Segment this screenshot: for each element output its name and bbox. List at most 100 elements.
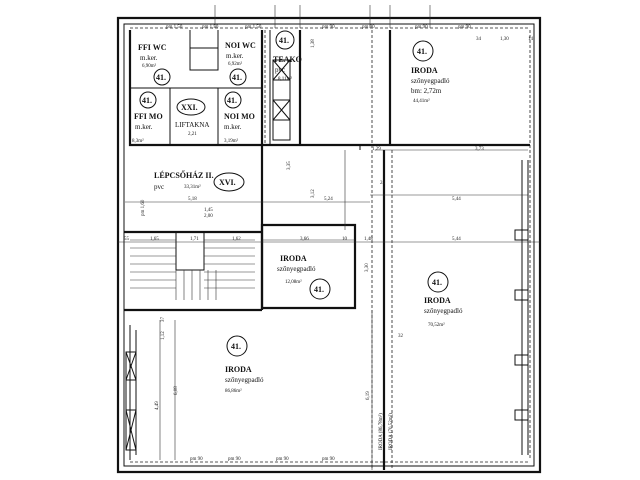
svg-text:6,19: 6,19 — [366, 391, 371, 400]
svg-text:6,92m²: 6,92m² — [228, 61, 243, 67]
svg-text:8,11m²: 8,11m² — [278, 76, 292, 82]
svg-text:6,08: 6,08 — [174, 386, 179, 395]
svg-text:41.: 41. — [314, 285, 324, 294]
svg-text:szőnyegpadló: szőnyegpadló — [411, 77, 450, 85]
room-iroda-small: IRODA szőnyegpadló 12,08m² 41. — [277, 254, 331, 300]
room-ffi-mo: 41. FFI MO m.ker. 8,3m² — [132, 91, 163, 144]
stair-treads — [130, 239, 255, 300]
svg-text:pm 90: pm 90 — [322, 457, 335, 462]
vertical-label: IRODA (70,52m²) — [388, 413, 394, 450]
svg-text:33,31m²: 33,31m² — [184, 184, 201, 190]
svg-text:41.: 41. — [227, 96, 237, 105]
svg-text:1,45: 1,45 — [204, 208, 213, 213]
svg-text:1,12: 1,12 — [161, 331, 166, 340]
svg-text:14: 14 — [528, 37, 534, 42]
svg-text:41.: 41. — [279, 36, 289, 45]
svg-text:IRODA: IRODA — [411, 66, 438, 75]
svg-text:pm 90: pm 90 — [415, 25, 428, 30]
room-teako: 41. TEAKO pvc 8,11m² — [273, 30, 302, 82]
svg-text:41.: 41. — [231, 342, 241, 351]
dimension-lines — [118, 5, 540, 470]
svg-text:pvc: pvc — [154, 183, 164, 191]
svg-text:6,90m²: 6,90m² — [142, 63, 157, 69]
svg-text:m.ker.: m.ker. — [135, 123, 153, 131]
svg-text:5,44: 5,44 — [452, 197, 461, 202]
svg-text:pm 90: pm 90 — [276, 457, 289, 462]
svg-text:4,49: 4,49 — [155, 401, 160, 410]
svg-text:41.: 41. — [156, 73, 166, 82]
svg-text:41.: 41. — [417, 47, 427, 56]
svg-text:m.ker.: m.ker. — [224, 123, 242, 131]
svg-text:m.ker.: m.ker. — [226, 52, 244, 60]
svg-text:3,66: 3,66 — [300, 237, 309, 242]
svg-text:3,73: 3,73 — [475, 147, 484, 152]
svg-text:IRODA: IRODA — [280, 254, 307, 263]
svg-text:pm 1,50: pm 1,50 — [166, 25, 183, 30]
svg-text:TEAKO: TEAKO — [273, 55, 302, 64]
svg-text:1,38: 1,38 — [311, 39, 316, 48]
svg-text:pm 1,60: pm 1,60 — [141, 199, 146, 216]
svg-text:1,48: 1,48 — [364, 237, 373, 242]
svg-text:41.: 41. — [232, 73, 242, 82]
svg-text:pm 1,50: pm 1,50 — [202, 25, 219, 30]
room-lepcsohaz: LÉPCSŐHÁZ II. pvc 33,31m² XVI. — [154, 170, 245, 192]
dimension-labels: pm 1,50 pm 1,50 pm 1,50 pm 90 pm 90 pm 9… — [124, 25, 534, 462]
svg-text:24: 24 — [380, 181, 386, 186]
svg-text:FFI MO: FFI MO — [134, 112, 163, 121]
svg-text:FFI WC: FFI WC — [138, 43, 167, 52]
svg-text:44,41m²: 44,41m² — [413, 98, 430, 104]
svg-text:NOI WC: NOI WC — [225, 41, 256, 50]
svg-text:5,18: 5,18 — [188, 197, 197, 202]
room-noi-wc: NOI WC m.ker. 6,92m² 41. — [225, 41, 256, 86]
svg-text:NOI MO: NOI MO — [224, 112, 255, 121]
svg-text:pm 90: pm 90 — [322, 25, 335, 30]
svg-text:2,00: 2,00 — [204, 214, 213, 219]
svg-text:34: 34 — [476, 37, 482, 42]
svg-text:8,3m²: 8,3m² — [132, 138, 144, 144]
svg-text:LÉPCSŐHÁZ II.: LÉPCSŐHÁZ II. — [154, 170, 214, 180]
room-noi-mo: 41. NOI MO m.ker. 3,19m² — [224, 91, 255, 144]
svg-text:32: 32 — [398, 334, 404, 339]
svg-text:bm: 2,72m: bm: 2,72m — [411, 87, 442, 95]
svg-text:55: 55 — [124, 237, 130, 242]
svg-text:1,62: 1,62 — [232, 237, 241, 242]
svg-text:12,08m²: 12,08m² — [285, 279, 302, 285]
svg-text:1,71: 1,71 — [190, 237, 199, 242]
svg-text:pm 1,50: pm 1,50 — [245, 25, 262, 30]
svg-text:3,30: 3,30 — [365, 263, 370, 272]
svg-text:szőnyegpadló: szőnyegpadló — [424, 307, 463, 315]
svg-text:pm 90: pm 90 — [458, 25, 471, 30]
shafts — [125, 59, 291, 451]
vertical-label: IRODA (86,78m²) — [378, 413, 384, 450]
svg-text:XXI.: XXI. — [181, 103, 198, 112]
svg-text:41.: 41. — [432, 278, 442, 287]
svg-text:pvc: pvc — [275, 66, 285, 74]
svg-text:3,19m²: 3,19m² — [224, 138, 239, 144]
svg-text:1,65: 1,65 — [150, 237, 159, 242]
room-liftakna: XXI. LIFTAKNA 2,21 — [175, 98, 209, 137]
svg-text:70,52m²: 70,52m² — [428, 322, 445, 328]
svg-text:5,44: 5,44 — [452, 237, 461, 242]
svg-text:37: 37 — [161, 317, 166, 323]
svg-text:3,12: 3,12 — [311, 189, 316, 198]
room-iroda-southwest: 41. IRODA szőnyegpadló 86,86m² — [225, 335, 264, 394]
svg-text:41.: 41. — [142, 96, 152, 105]
svg-text:LIFTAKNA: LIFTAKNA — [175, 121, 209, 129]
svg-text:86,86m²: 86,86m² — [225, 388, 242, 394]
svg-text:m.ker.: m.ker. — [140, 54, 158, 62]
svg-text:5,24: 5,24 — [324, 197, 333, 202]
room-ffi-wc: FFI WC m.ker. 6,90m² 41. — [138, 43, 171, 86]
svg-text:IRODA: IRODA — [424, 296, 451, 305]
svg-text:XVI.: XVI. — [219, 178, 236, 187]
svg-text:szőnyegpadló: szőnyegpadló — [277, 265, 316, 273]
svg-text:2,21: 2,21 — [188, 132, 197, 137]
room-iroda-east: 41. IRODA szőnyegpadló 70,52m² — [424, 271, 463, 328]
svg-text:pm 90: pm 90 — [228, 457, 241, 462]
svg-text:szőnyegpadló: szőnyegpadló — [225, 376, 264, 384]
svg-text:pm 90: pm 90 — [362, 25, 375, 30]
room-iroda-northeast: 41. IRODA szőnyegpadló bm: 2,72m 44,41m² — [411, 40, 450, 104]
svg-text:10: 10 — [342, 237, 348, 242]
svg-text:1,30: 1,30 — [500, 37, 509, 42]
walls — [116, 16, 542, 474]
